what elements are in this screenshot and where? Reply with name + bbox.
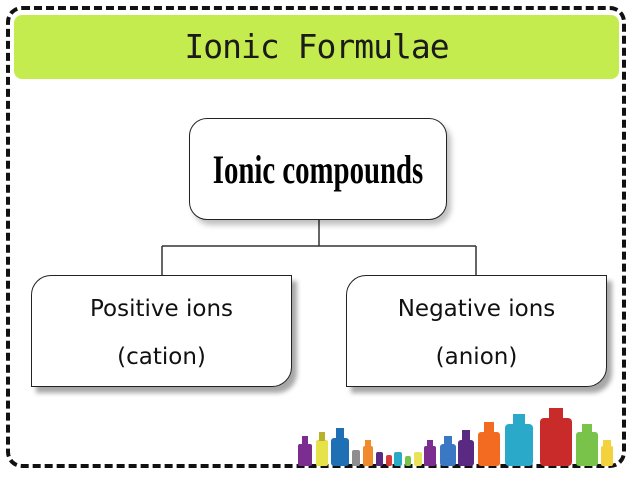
child-node-negative-ions: Negative ions (anion) [346,275,607,387]
child-node-positive-ions: Positive ions (cation) [31,275,292,387]
bottle-icon [414,452,422,466]
bottle-icon [319,432,325,441]
bottle-icon [365,440,371,447]
bottle-icon [386,455,392,466]
bottle-icon [298,444,312,466]
bottle-icon [462,430,470,441]
bottle-icon [444,436,452,445]
bottle-icon [394,452,402,466]
bottle-icon [331,438,349,466]
bottle-icon [478,432,500,466]
slide-title: Ionic Formulae [184,27,449,66]
bottle-icon [582,424,592,433]
bottle-icon [576,432,598,466]
bottle-icon [336,428,344,439]
root-node-label: Ionic compounds [212,146,424,192]
dashed-frame [6,6,626,468]
bottle-icon [549,408,563,419]
bottle-icon [427,440,433,447]
bottle-icon [601,446,613,466]
bottle-icon [302,436,308,445]
child-node-sublabel: (cation) [117,344,206,370]
bottle-icon [603,440,611,447]
bottle-icon [505,424,533,466]
bottle-icon [458,440,474,466]
bottle-icon [513,414,525,425]
bottle-icon [352,450,360,466]
bottle-icon [440,444,456,466]
bottle-icon [405,456,411,466]
title-bar: Ionic Formulae [14,15,619,79]
bottle-icon [316,440,328,466]
child-node-label: Positive ions [90,296,233,322]
bottle-icon [424,446,436,466]
bottle-icon [376,452,383,466]
root-node-ionic-compounds: Ionic compounds [189,118,447,220]
child-node-sublabel: (anion) [435,344,518,370]
bottle-icon [540,418,572,466]
bottle-icon [484,422,494,433]
child-node-label: Negative ions [397,296,556,322]
bottle-icon [363,446,373,466]
